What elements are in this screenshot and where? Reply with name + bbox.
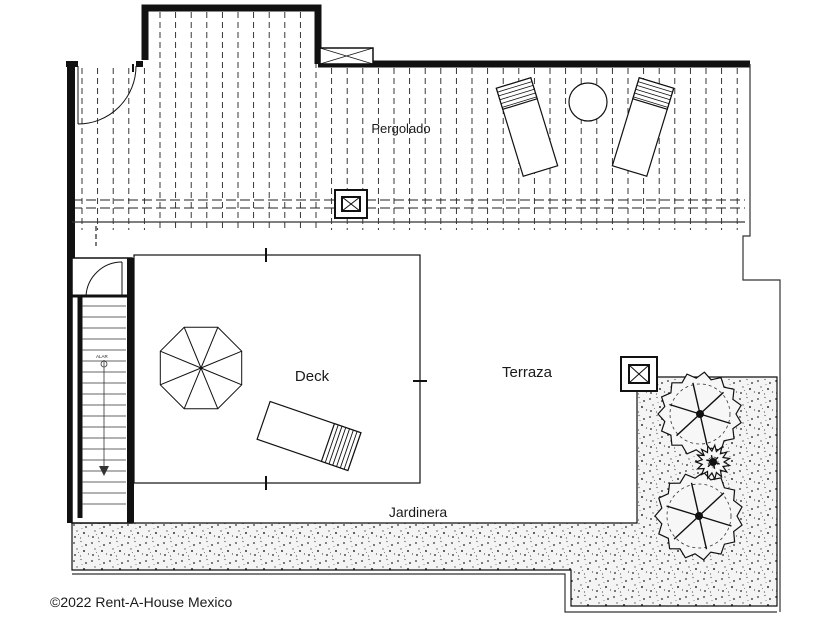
umbrella-rib xyxy=(160,367,202,386)
tree xyxy=(694,443,732,481)
tree xyxy=(657,371,742,457)
stair-label: ALAR xyxy=(96,354,109,359)
tree-branch xyxy=(698,515,732,527)
tree-trunk xyxy=(709,458,717,466)
tree-trunk xyxy=(695,512,703,520)
umbrella-rib xyxy=(200,367,242,386)
jardinera-planter xyxy=(71,376,778,607)
lounge-chair-icon xyxy=(256,400,362,472)
tree-branch xyxy=(699,413,731,425)
tree-inner xyxy=(707,456,719,468)
top-vent-box xyxy=(319,47,374,65)
door-swing-icon xyxy=(77,64,137,125)
tree-inner xyxy=(669,383,731,445)
lounge-chair-icon xyxy=(495,76,559,178)
umbrella-icon xyxy=(159,326,243,410)
tree-branch xyxy=(676,413,701,437)
tree-inner xyxy=(666,483,732,549)
tree-branch xyxy=(698,515,708,550)
staircase-icon: ALAR xyxy=(71,257,134,524)
tree-icon xyxy=(654,371,743,561)
tree xyxy=(654,471,743,561)
lounge-chair-icon xyxy=(611,76,675,178)
tree-branch xyxy=(699,413,708,446)
tree-branch xyxy=(690,482,700,517)
exterior-walls xyxy=(66,4,750,523)
terrace-outline xyxy=(72,64,781,613)
tree-branch xyxy=(699,391,724,415)
umbrella-rib xyxy=(200,367,219,409)
umbrella-rib xyxy=(183,327,202,369)
label-jardinera: Jardinera xyxy=(389,504,448,520)
round-table-icon xyxy=(568,82,608,122)
skylight-icon xyxy=(620,356,658,392)
tree-branch xyxy=(669,403,701,415)
tree-branch xyxy=(673,515,700,540)
skylight-icon xyxy=(334,189,368,219)
watermark: ©2022 Rent-A-House Mexico xyxy=(50,594,233,610)
umbrella-rib xyxy=(160,350,202,369)
tree-trunk xyxy=(696,410,704,418)
umbrella-rib xyxy=(200,327,219,369)
umbrella-rib xyxy=(183,367,202,409)
label-pergolado: Pergolado xyxy=(371,121,430,136)
tree-branch xyxy=(698,492,725,517)
tree-branch xyxy=(692,382,701,415)
tree-branch xyxy=(666,505,700,517)
label-deck: Deck xyxy=(295,368,330,385)
label-terraza: Terraza xyxy=(502,364,553,381)
umbrella-rib xyxy=(200,350,242,369)
deck-area xyxy=(133,248,427,490)
